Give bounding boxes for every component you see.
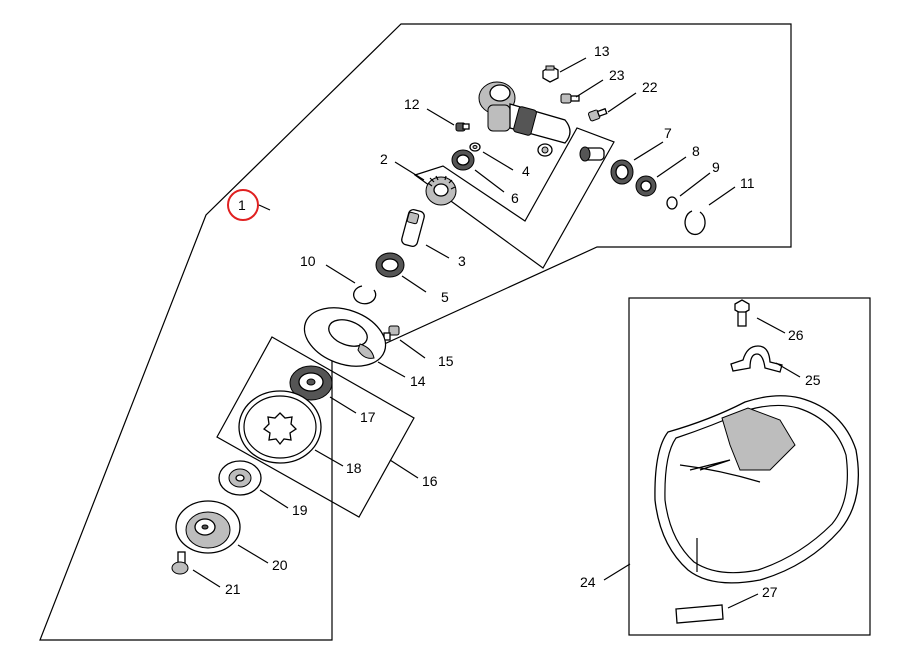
snap-ring-10 — [353, 285, 377, 305]
part-label-6: 6 — [511, 190, 519, 206]
part-label-11: 11 — [740, 175, 755, 191]
group-16-box — [216, 336, 415, 518]
washer-19 — [218, 460, 262, 496]
part-label-25: 25 — [805, 372, 821, 388]
part-label-19: 19 — [292, 502, 308, 518]
bolt-26 — [734, 299, 750, 327]
part-label-9: 9 — [712, 159, 720, 175]
clamp-25 — [730, 345, 783, 373]
washer-18 — [238, 390, 322, 464]
gear-head-box — [413, 127, 615, 269]
part-label-18: 18 — [346, 460, 362, 476]
part-label-27: 27 — [762, 584, 778, 600]
part-label-21: 21 — [225, 581, 241, 597]
guard-24 — [654, 395, 859, 584]
bearing-6 — [451, 149, 475, 171]
screw-12 — [455, 122, 470, 132]
bolt-21 — [171, 551, 189, 575]
gear-housing — [478, 81, 571, 157]
part-label-20: 20 — [272, 557, 288, 573]
part-label-24: 24 — [580, 574, 596, 590]
label-27 — [675, 604, 724, 624]
holder-17 — [289, 365, 333, 401]
pinion-7 — [579, 146, 605, 162]
leader-lines — [192, 57, 801, 609]
bevel-gear-2 — [425, 175, 457, 206]
guard-plate-14 — [303, 307, 387, 367]
part-label-5: 5 — [441, 289, 449, 305]
snap-ring-11 — [684, 210, 706, 236]
screw-23 — [560, 93, 580, 104]
bearing-8 — [635, 175, 657, 197]
bearing-7 — [610, 159, 634, 185]
part-label-14: 14 — [410, 373, 426, 389]
highlight-circle — [227, 189, 259, 221]
part-label-3: 3 — [458, 253, 466, 269]
part-label-7: 7 — [664, 125, 672, 141]
part-label-26: 26 — [788, 327, 804, 343]
bearing-5 — [375, 252, 405, 278]
part-label-15: 15 — [438, 353, 454, 369]
ring-9 — [666, 196, 678, 210]
part-label-17: 17 — [360, 409, 376, 425]
part-label-23: 23 — [609, 67, 625, 83]
group-24-box — [628, 297, 871, 636]
screw-22 — [587, 107, 608, 122]
ring-4 — [469, 142, 481, 152]
bolt-13 — [542, 65, 559, 83]
shaft-3 — [401, 209, 425, 247]
part-label-1: 1 — [238, 197, 246, 213]
part-label-22: 22 — [642, 79, 658, 95]
part-label-13: 13 — [594, 43, 610, 59]
part-label-16: 16 — [422, 473, 438, 489]
part-label-4: 4 — [522, 163, 530, 179]
part-label-12: 12 — [404, 96, 420, 112]
part-label-2: 2 — [380, 151, 388, 167]
part-label-10: 10 — [300, 253, 316, 269]
part-label-8: 8 — [692, 143, 700, 159]
cup-20 — [175, 500, 241, 554]
